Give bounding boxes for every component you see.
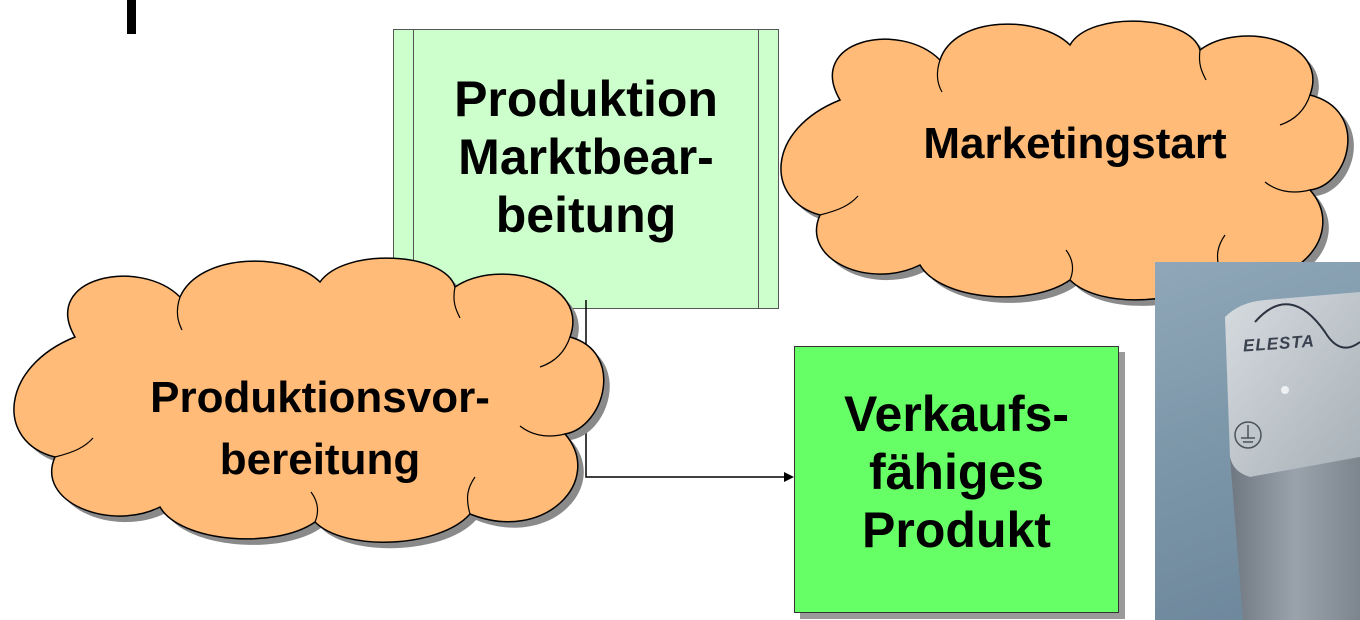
device-illustration bbox=[1225, 292, 1360, 620]
title-marker-bar bbox=[127, 0, 136, 34]
process-box-left-stripe bbox=[394, 30, 414, 308]
cloud-marketingstart bbox=[780, 20, 1354, 306]
process-box-produktion bbox=[393, 29, 779, 309]
cloud-marketingstart-label: Marketingstart bbox=[923, 119, 1227, 168]
process-box-label: Produktion Marktbear- beitung bbox=[454, 71, 718, 243]
product-box-verkaufsfaehig bbox=[794, 346, 1119, 613]
cloud-produktionsvorbereitung-label: Produktionsvor- bereitung bbox=[150, 373, 490, 484]
product-box-label: Verkaufs- fähiges Produkt bbox=[843, 386, 1070, 558]
process-box-right-stripe bbox=[758, 30, 778, 308]
cloud-produktionsvorbereitung bbox=[13, 257, 610, 549]
product-photo: ELESTA bbox=[1155, 262, 1360, 620]
